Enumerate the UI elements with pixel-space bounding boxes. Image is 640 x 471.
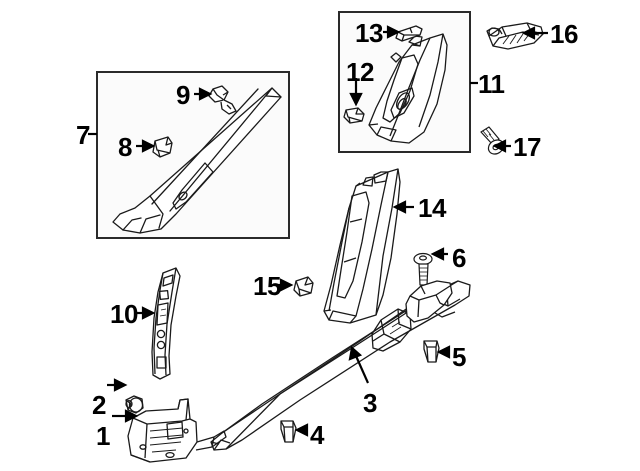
- part-13-cap: [395, 25, 423, 42]
- part-15-clip: [293, 276, 314, 297]
- callout-15-trim-clip[interactable]: 15: [253, 271, 281, 301]
- callout-7-a-pillar-trim-group[interactable]: 7: [76, 120, 90, 150]
- callout-6-screw[interactable]: 6: [452, 243, 466, 273]
- callout-1-cowl-side-trim[interactable]: 1: [96, 421, 110, 451]
- callout-5-sill-clip[interactable]: 5: [452, 342, 466, 372]
- part-2-retainer-clip: [125, 395, 144, 414]
- part-1-cowl-side-trim: [127, 398, 227, 463]
- callout-11-rear-pillar-trim-group[interactable]: 11: [478, 69, 505, 99]
- callout-4-sill-plate-clip[interactable]: 4: [310, 420, 324, 450]
- part-6-screw: [413, 252, 433, 286]
- part-8-clip: [152, 136, 173, 158]
- part-9-retainer: [208, 85, 237, 115]
- callout-16-grab-handle-cover[interactable]: 16: [550, 19, 578, 49]
- callout-10-b-pillar-reinforcement[interactable]: 10: [110, 299, 138, 329]
- callout-9-pillar-retainer[interactable]: 9: [176, 80, 190, 110]
- part-12-clip: [343, 107, 365, 124]
- callout-13-trim-cap[interactable]: 13: [355, 18, 383, 48]
- part-10-b-pillar-reinforcement: [151, 267, 181, 380]
- part-14-b-pillar-lower-trim: [323, 168, 401, 324]
- callout-17-screw[interactable]: 17: [513, 132, 541, 162]
- callout-14-b-pillar-lower-trim[interactable]: 14: [418, 193, 446, 223]
- leader-lines: [88, 25, 548, 437]
- callout-12-trim-clip[interactable]: 12: [346, 57, 374, 87]
- part-4-clip: [280, 420, 297, 443]
- part-3-right-end-cap: [405, 280, 453, 323]
- callout-3-door-sill-plate[interactable]: 3: [363, 388, 377, 418]
- part-a-pillar-trim: [112, 87, 282, 234]
- part-11-rear-quarter-trim: [368, 33, 448, 144]
- part-5-clip: [423, 340, 440, 363]
- callout-2-retainer-clip[interactable]: 2: [92, 390, 106, 420]
- callout-8-pillar-clip[interactable]: 8: [118, 132, 132, 162]
